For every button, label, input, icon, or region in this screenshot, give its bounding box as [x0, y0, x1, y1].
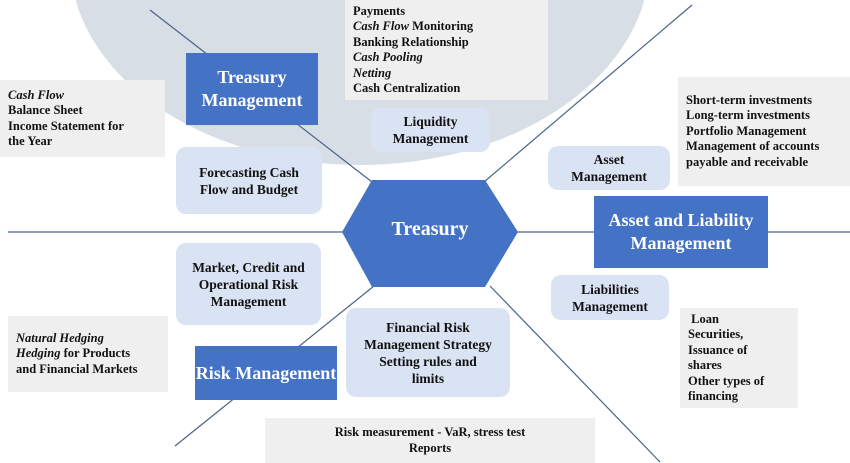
note-line: Portfolio Management [686, 123, 807, 138]
note-line: Loan [688, 311, 719, 326]
note-line: Short-term investments [686, 92, 813, 107]
note-line: Hedging for Products [16, 346, 168, 362]
note-line: Cash Pooling [353, 50, 548, 66]
note-line: financing [688, 389, 739, 403]
note-line: Long-term investments [686, 108, 810, 123]
note-text: Payments [353, 3, 406, 18]
connector-top-right [483, 4, 693, 183]
center-treasury-label: Treasury [391, 218, 469, 240]
note-line: Cash Flow Monitoring [353, 19, 548, 35]
note-italic: Natural Hedging [16, 330, 104, 345]
note-line: Other types of [688, 373, 765, 388]
liabilities-management-box: Liabilities Management [551, 275, 669, 320]
note-line: payable and receivable [686, 154, 808, 169]
note-line: Payments [353, 4, 548, 20]
note-line: Issuance of [688, 342, 748, 357]
asset-liability-management-box: Asset and Liability Management [594, 196, 768, 268]
note-line: Banking Relationship [353, 35, 548, 51]
financing-note: Loan Securities, Issuance of shares Othe… [680, 308, 798, 408]
note-italic: Cash Flow [353, 19, 409, 33]
hedging-note: Natural Hedging Hedging for Products and… [8, 316, 168, 392]
treasury-hexagon [342, 180, 518, 287]
note-text: for Products [60, 346, 131, 361]
financial-risk-strategy-box: Financial Risk Management Strategy Setti… [346, 308, 510, 397]
note-text: Banking Relationship [353, 34, 469, 49]
note-text: Monitoring [408, 19, 474, 33]
forecasting-box: Forecasting Cash Flow and Budget [176, 147, 322, 214]
investments-note: Short-term investments Long-term investm… [678, 77, 850, 186]
note-line: shares [688, 358, 722, 372]
note-line: Risk measurement - VaR, stress test [334, 425, 526, 439]
liquidity-management-box: Liquidity Management [371, 108, 490, 152]
asset-management-box: Asset Management [548, 146, 670, 190]
note-line: Cash Centralization [353, 81, 548, 97]
note-line: Reports [408, 440, 452, 455]
connector-bottom-right [489, 285, 661, 463]
note-line: Management of accounts [686, 139, 820, 154]
treasury-activities-note: Payments Cash Flow Monitoring Banking Re… [345, 0, 548, 100]
note-italic: Hedging [16, 346, 61, 361]
market-credit-operational-risk-box: Market, Credit and Operational Risk Mana… [176, 243, 321, 325]
note-line: the Year [8, 134, 53, 148]
note-line: Natural Hedging [16, 331, 168, 347]
note-line: Securities, [688, 327, 744, 341]
note-italic: Cash Flow [8, 87, 64, 102]
financial-reports-note: Cash Flow Balance Sheet Income Statement… [0, 80, 165, 157]
note-line: Netting [353, 66, 548, 82]
treasury-management-box: Treasury Management [186, 53, 318, 125]
note-text: Cash Centralization [353, 81, 461, 95]
note-line: and Financial Markets [16, 361, 138, 376]
risk-management-box: Risk Management [195, 346, 337, 400]
note-line: Balance Sheet [8, 103, 83, 117]
note-line: Cash Flow [8, 88, 165, 104]
note-italic: Netting [353, 65, 392, 80]
risk-measurement-note: Risk measurement - VaR, stress test Repo… [265, 418, 595, 463]
note-italic: Cash Pooling [353, 50, 423, 64]
note-line: Income Statement for [8, 118, 124, 133]
